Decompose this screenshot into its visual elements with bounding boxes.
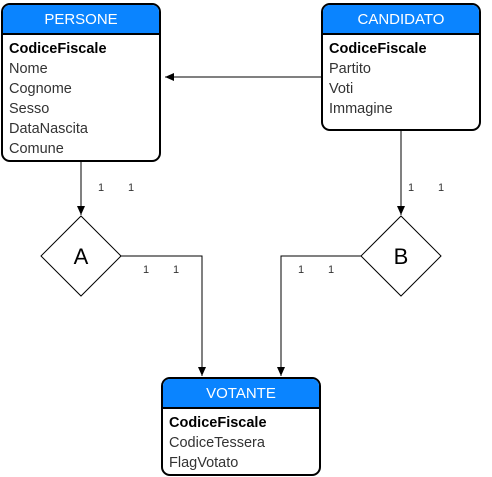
- relationship-b[interactable]: B: [360, 215, 442, 297]
- entity-votante-attributes: CodiceFiscale CodiceTessera FlagVotato: [163, 409, 319, 473]
- entity-persone-title: PERSONE: [3, 5, 159, 35]
- relationship-b-label: B: [394, 244, 409, 269]
- relationship-a[interactable]: A: [40, 215, 122, 297]
- entity-persone-attributes: CodiceFiscale Nome Cognome Sesso DataNas…: [3, 35, 159, 159]
- attribute-comune: Comune: [9, 141, 64, 157]
- cardinality-a-in-1: 1: [98, 182, 104, 194]
- attribute-codice-fiscale: CodiceFiscale: [169, 415, 267, 431]
- attribute-codice-fiscale: CodiceFiscale: [9, 41, 107, 57]
- entity-candidato-title: CANDIDATO: [323, 5, 479, 35]
- attribute-codice-fiscale: CodiceFiscale: [329, 41, 427, 57]
- attribute-flag-votato: FlagVotato: [169, 455, 239, 471]
- cardinality-b-out-1: 1: [298, 264, 304, 276]
- attribute-voti: Voti: [329, 81, 354, 97]
- relationship-a-label: A: [74, 244, 89, 269]
- cardinality-b-in-2: 1: [438, 182, 444, 194]
- attribute-data-nascita: DataNascita: [9, 121, 88, 137]
- attribute-nome: Nome: [9, 61, 48, 77]
- cardinality-a-out-2: 1: [173, 264, 179, 276]
- entity-candidato-attributes: CodiceFiscale Partito Voti Immagine: [323, 35, 479, 119]
- entity-persone[interactable]: PERSONE CodiceFiscale Nome Cognome Sesso…: [1, 3, 161, 162]
- relationship-b-diamond[interactable]: [360, 215, 442, 297]
- entity-candidato[interactable]: CANDIDATO CodiceFiscale Partito Voti Imm…: [321, 3, 481, 131]
- relationship-a-diamond[interactable]: [40, 215, 122, 297]
- entity-votante[interactable]: VOTANTE CodiceFiscale CodiceTessera Flag…: [161, 377, 321, 476]
- connector-b-votante[interactable]: [277, 255, 361, 376]
- cardinality-a-out-1: 1: [143, 264, 149, 276]
- cardinality-b-in-1: 1: [408, 182, 414, 194]
- attribute-codice-tessera: CodiceTessera: [169, 435, 265, 451]
- cardinality-a-in-2: 1: [128, 182, 134, 194]
- attribute-immagine: Immagine: [329, 101, 393, 117]
- cardinality-b-out-2: 1: [328, 264, 334, 276]
- connector-a-votante[interactable]: [121, 255, 206, 376]
- attribute-cognome: Cognome: [9, 81, 72, 97]
- attribute-sesso: Sesso: [9, 101, 50, 117]
- attribute-partito: Partito: [329, 61, 371, 77]
- entity-votante-title: VOTANTE: [163, 379, 319, 409]
